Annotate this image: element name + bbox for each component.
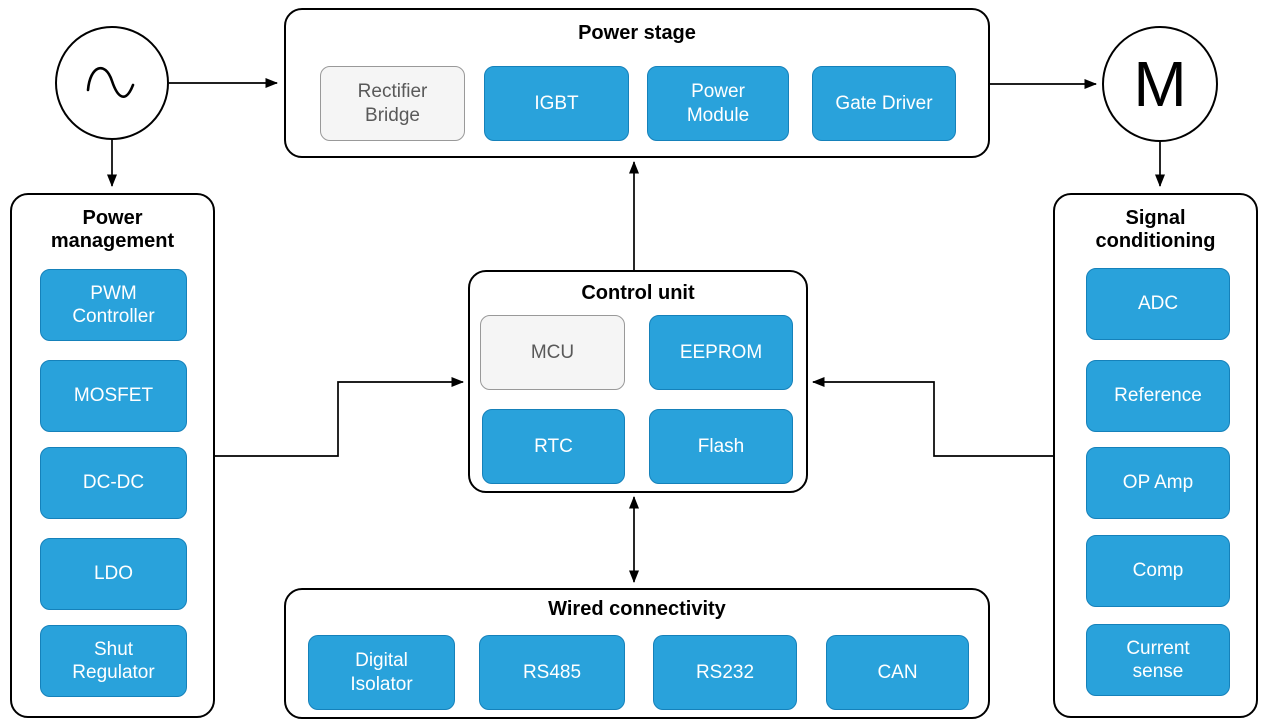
- block-pwm-controller: PWM Controller: [40, 269, 187, 341]
- block-rectifier-bridge: Rectifier Bridge: [320, 66, 465, 141]
- block-dc-dc: DC-DC: [40, 447, 187, 519]
- container-title: Control unit: [581, 282, 695, 304]
- sine-wave-icon: [86, 66, 135, 98]
- block-adc: ADC: [1086, 268, 1230, 340]
- container-title: Wired connectivity: [548, 598, 726, 620]
- block-eeprom: EEPROM: [649, 315, 793, 390]
- container-title: Signal conditioning: [1095, 207, 1216, 252]
- block-power-module: Power Module: [647, 66, 789, 141]
- container-title: Power management: [50, 207, 175, 252]
- container-control-unit: Control unit MCU EEPROM RTC Flash: [468, 270, 808, 493]
- block-current-sense: Current sense: [1086, 624, 1230, 696]
- block-shut-regulator: Shut Regulator: [40, 625, 187, 697]
- arrow-signal-conditioning-to-control-unit: [812, 377, 1053, 457]
- block-reference: Reference: [1086, 360, 1230, 432]
- block-igbt: IGBT: [484, 66, 629, 141]
- block-ldo: LDO: [40, 538, 187, 610]
- container-title: Power stage: [578, 22, 696, 44]
- container-signal-conditioning: Signal conditioning ADC Reference OP Amp…: [1053, 193, 1258, 718]
- block-rs485: RS485: [479, 635, 625, 710]
- block-mcu: MCU: [480, 315, 625, 390]
- container-power-management: Power management PWM Controller MOSFET D…: [10, 193, 215, 718]
- container-wired-connectivity: Wired connectivity Digital Isolator RS48…: [284, 588, 990, 719]
- block-gate-driver: Gate Driver: [812, 66, 956, 141]
- block-rtc: RTC: [482, 409, 625, 484]
- motor-label: M: [1133, 48, 1187, 120]
- block-flash: Flash: [649, 409, 793, 484]
- block-digital-isolator: Digital Isolator: [308, 635, 455, 710]
- block-op-amp: OP Amp: [1086, 447, 1230, 519]
- block-mosfet: MOSFET: [40, 360, 187, 432]
- block-comp: Comp: [1086, 535, 1230, 607]
- block-rs232: RS232: [653, 635, 797, 710]
- container-power-stage: Power stage Rectifier Bridge IGBT Power …: [284, 8, 990, 158]
- arrow-power-management-to-control-unit: [215, 377, 464, 457]
- block-can: CAN: [826, 635, 969, 710]
